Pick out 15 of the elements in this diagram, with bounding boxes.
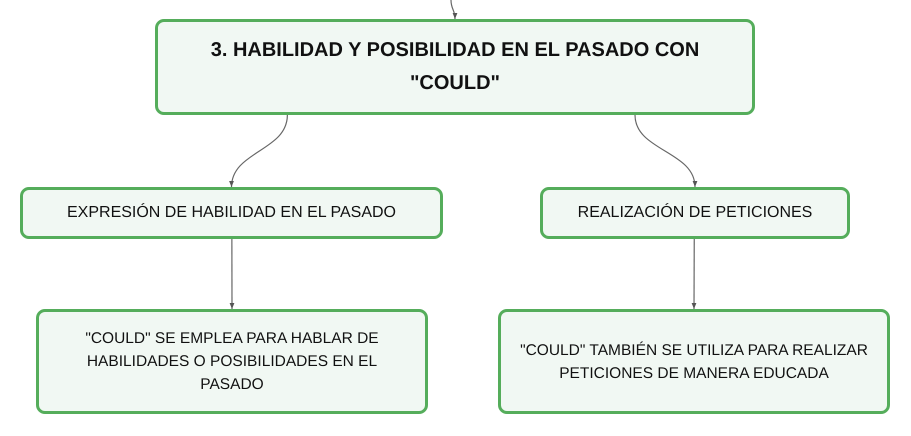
arrow [450,0,458,20]
topic-text: "COULD" TAMBIÉN SE UTILIZA PARA REALIZAR PETICIONES DE MANERA EDUCADA [519,340,869,384]
topic-box [540,187,850,239]
topic-box [36,309,428,414]
topic-box [20,187,443,239]
topic-text: EXPRESIÓN DE HABILIDAD EN EL PASADO [67,202,396,223]
arrow [692,239,696,309]
topic-box [498,309,890,414]
topic-box [155,19,755,115]
arrow [634,114,697,188]
arrow [230,114,288,188]
topic-text: "COULD" SE EMPLEA PARA HABLAR DE HABILIDADES O POSIBILIDADES EN EL PASADO [84,329,380,395]
topic-text: REALIZACIÓN DE PETICIONES [578,202,812,223]
topic-title: 3. HABILIDAD Y POSIBILIDAD EN EL PASADO CON "COULD" [210,38,700,96]
arrow [230,239,234,309]
